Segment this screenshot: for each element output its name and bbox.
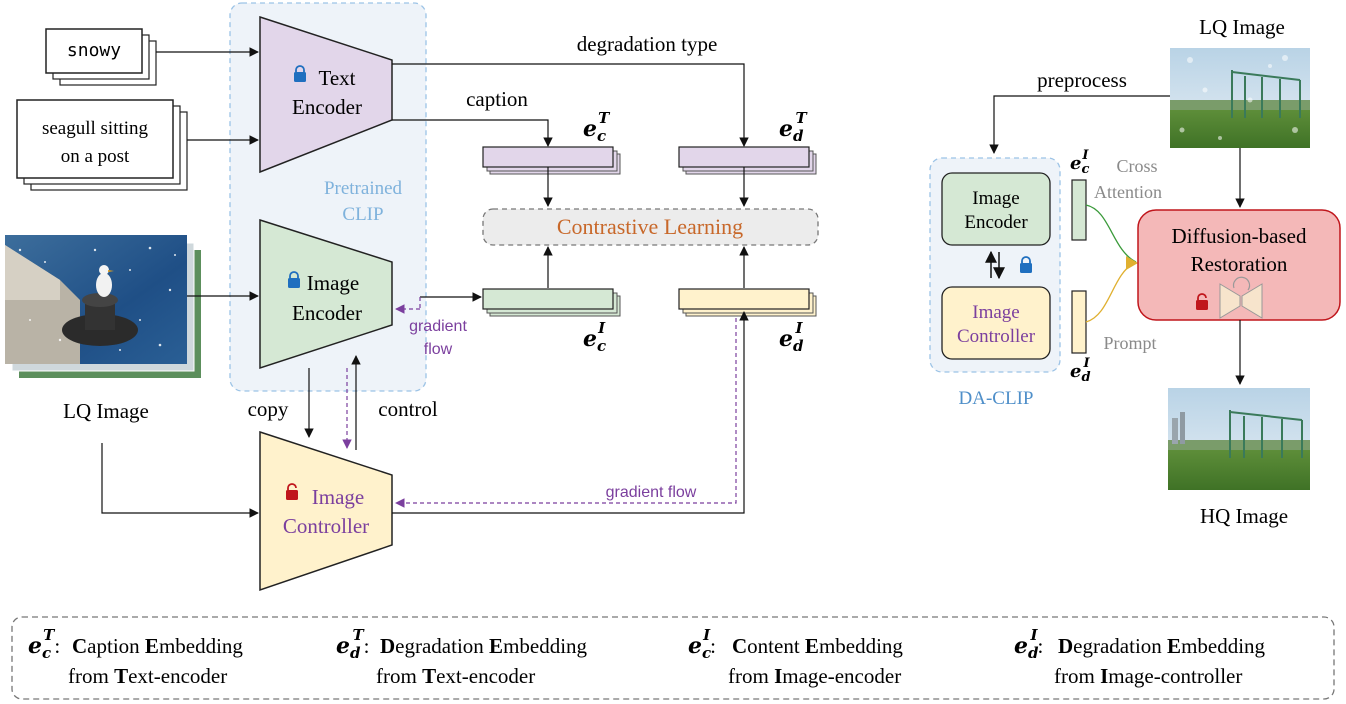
legend-box — [11, 616, 1335, 700]
contrastive-learning-box — [482, 208, 819, 246]
right-image-controller-line1: Image — [972, 302, 1019, 323]
right-ecI-label: ecI — [1070, 148, 1089, 177]
legend-line1-3: Degradation Embedding — [1058, 634, 1266, 658]
pretrained-clip-label-line2: CLIP — [342, 204, 383, 225]
legend-symbol-2: ecI: — [688, 626, 716, 662]
gradient-flow-label-line1: gradient — [409, 318, 467, 335]
right-hq-label: HQ Image — [1200, 504, 1288, 528]
arrow-controller-to-edI — [392, 311, 749, 514]
image-encoder-block — [259, 218, 393, 370]
lq-image-stack — [5, 235, 201, 378]
merge-arrowhead — [1126, 256, 1138, 270]
right-image-encoder-line1: Image — [972, 188, 1019, 209]
arrow-lq-to-controller — [101, 443, 259, 518]
embedding-ecI-bar — [482, 288, 621, 317]
right-hq-image — [1168, 388, 1310, 490]
lq-seagull-image — [5, 235, 187, 364]
image-controller-block — [259, 430, 393, 592]
legend-symbol-0: ecT: — [28, 626, 60, 662]
image-controller-line1: Image — [312, 485, 364, 509]
unet-icon — [1219, 276, 1263, 319]
right-image-encoder-box — [941, 172, 1051, 246]
lock-icon — [288, 271, 300, 288]
arrow-preprocess — [989, 95, 1170, 154]
legend-line2-0: from Text-encoder — [68, 664, 227, 688]
image-encoder-line2: Encoder — [292, 301, 362, 325]
da-clip-label: DA-CLIP — [959, 388, 1034, 409]
cross-attention-line1: Cross — [1116, 156, 1157, 176]
unlock-icon — [286, 483, 298, 500]
edT-label: edT — [779, 109, 809, 145]
degradation-word: snowy — [67, 40, 121, 61]
gradient-flow-to-controller — [395, 318, 737, 508]
text-encoder-line1: Text — [318, 66, 355, 90]
image-controller-line2: Controller — [283, 514, 369, 538]
right-ecI-bar — [1071, 179, 1087, 241]
legend-symbol-1: edT: — [336, 626, 370, 662]
caption-label: caption — [466, 87, 528, 111]
right-edI-bar — [1071, 290, 1087, 354]
bidirectional-arrow-icon — [985, 250, 1005, 280]
degradation-type-label: degradation type — [577, 32, 718, 56]
legend-symbol-3: edI: — [1014, 626, 1043, 662]
right-image-controller-line2: Controller — [957, 326, 1036, 347]
arrow-degradation-type — [392, 63, 749, 147]
legend-line2-1: from Text-encoder — [376, 664, 535, 688]
unlock-icon — [1196, 293, 1208, 310]
pretrained-clip-label-line1: Pretrained — [324, 178, 403, 199]
prompt-curve — [1085, 262, 1135, 323]
cross-attention-line2: Attention — [1094, 182, 1162, 202]
gradient-flow-label-line2: flow — [424, 341, 453, 358]
embedding-ecT-bar — [482, 146, 621, 175]
caption-line1: seagull sitting — [42, 118, 149, 139]
legend-line1-1: Degradation Embedding — [380, 634, 588, 658]
legend-line2-3: from Image-controller — [1054, 664, 1242, 688]
right-lq-label: LQ Image — [1199, 15, 1285, 39]
right-image-encoder-line2: Encoder — [964, 212, 1028, 233]
lock-icon — [1020, 256, 1032, 273]
text-encoder-line2: Encoder — [292, 95, 362, 119]
prompt-label: Prompt — [1103, 333, 1156, 353]
legend-line1-0: Caption Embedding — [72, 634, 243, 658]
diffusion-line2: Restoration — [1191, 252, 1288, 276]
caption-line2: on a post — [61, 146, 130, 167]
arrow-caption — [392, 119, 553, 147]
right-lq-image — [1170, 48, 1310, 148]
legend-line1-2: Content Embedding — [732, 634, 903, 658]
preprocess-label: preprocess — [1037, 68, 1127, 92]
legend-line2-2: from Image-encoder — [728, 664, 901, 688]
right-edI-label: edI — [1070, 356, 1091, 385]
embedding-edI-bar — [678, 288, 817, 317]
ecT-label: ecT — [583, 109, 611, 145]
diffusion-line1: Diffusion-based — [1172, 224, 1307, 248]
degradation-note: snowy — [45, 28, 157, 86]
image-encoder-line1: Image — [307, 271, 359, 295]
gradient-flow-bottom-label: gradient flow — [606, 484, 697, 501]
control-label: control — [378, 397, 438, 421]
cross-attention-curve — [1085, 204, 1137, 263]
lq-image-label-left: LQ Image — [63, 399, 149, 423]
contrastive-learning-label: Contrastive Learning — [557, 214, 743, 239]
lock-icon — [294, 65, 306, 82]
right-image-controller-box — [941, 286, 1051, 360]
edI-label: edI — [779, 319, 804, 355]
copy-label: copy — [248, 397, 289, 421]
embedding-edT-bar — [678, 146, 817, 175]
ecI-label: ecI — [583, 319, 606, 355]
diffusion-restoration-box — [1137, 209, 1341, 321]
caption-note: seagull sitting on a post — [16, 99, 188, 191]
